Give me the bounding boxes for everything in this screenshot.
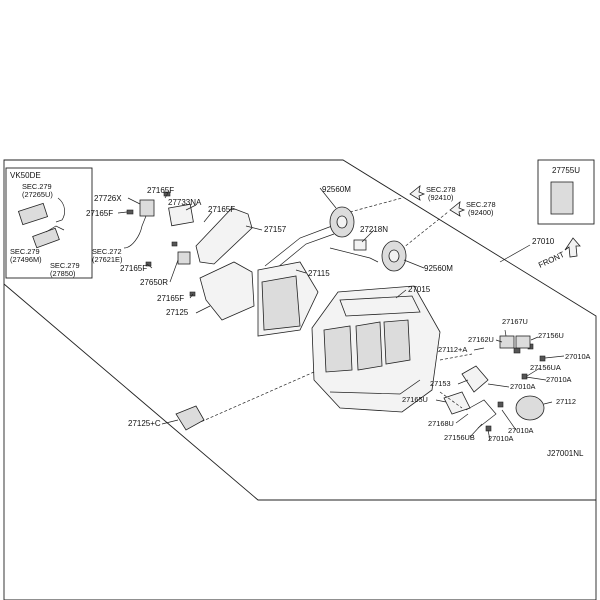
- callout-27162u: 27162U: [468, 335, 494, 344]
- blower-motor-upper: [329, 206, 355, 238]
- sec278b-ref: (92400): [468, 208, 493, 217]
- inset-label-sec279a: SEC.279: [22, 182, 52, 191]
- inset-label-sec279a-ref: (27265U): [22, 190, 53, 199]
- callout-27156ua: 27156UA: [530, 363, 561, 372]
- callout-92560m-b: 92560M: [424, 264, 453, 273]
- inset-label-sec279c: SEC.279: [50, 261, 80, 270]
- sec272-ref: (27621E): [92, 255, 122, 264]
- callout-27010a-c: 27010A: [510, 382, 536, 391]
- callout-27165f-d: 27165F: [120, 264, 147, 273]
- blower-motor-lower: [381, 240, 407, 272]
- duct-27125: [199, 261, 255, 321]
- front-label: FRONT: [537, 250, 566, 270]
- linkage-parts: [443, 335, 546, 432]
- callout-92560m-a: 92560M: [322, 185, 351, 194]
- duct-27157: [195, 207, 253, 265]
- callout-27010: 27010: [532, 237, 555, 246]
- callout-27112a: 27112+A: [438, 345, 467, 354]
- callout-27010a-e: 27010A: [488, 434, 514, 443]
- sec278b-arrow: [449, 201, 466, 217]
- callout-27165f-a: 27165F: [147, 186, 174, 195]
- callout-27010a-d: 27010A: [508, 426, 534, 435]
- callout-27010a-a: 27010A: [565, 352, 591, 361]
- hvac-unit-27015: [311, 285, 441, 413]
- callout-27165f-e: 27165F: [157, 294, 184, 303]
- callout-27112: 27112: [556, 397, 576, 406]
- diagram-frame: [3, 159, 597, 600]
- inset-title: VK50DE: [10, 171, 41, 180]
- callout-27015: 27015: [408, 285, 431, 294]
- sec278a-arrow: [409, 185, 426, 201]
- callout-27115: 27115: [308, 269, 330, 278]
- inset-label-sec279b-ref: (27496M): [10, 255, 42, 264]
- inset-parts: [17, 197, 65, 249]
- callout-27733na: 27733NA: [168, 198, 202, 207]
- callout-27165u: 27165U: [402, 395, 428, 404]
- callout-27153: 27153: [430, 379, 451, 388]
- diagram-frame-inner: [3, 283, 596, 501]
- unit-to-bracket-dash: [195, 371, 315, 425]
- sec272-label: SEC.272: [92, 247, 122, 256]
- callout-27650r: 27650R: [140, 278, 168, 287]
- small-box: [537, 159, 595, 225]
- leader-lines: [117, 187, 565, 441]
- callout-27168u: 27168U: [428, 419, 454, 428]
- callout-27010a-b: 27010A: [546, 375, 572, 384]
- callout-27165f-c: 27165F: [208, 205, 235, 214]
- filter-card: [550, 181, 574, 215]
- sec278a-ref: (92410): [428, 193, 453, 202]
- hose: [123, 215, 147, 249]
- callout-27125: 27125: [166, 308, 189, 317]
- callout-27157: 27157: [264, 225, 287, 234]
- callout-27167u: 27167U: [502, 317, 528, 326]
- callout-27218n: 27218N: [360, 225, 388, 234]
- callout-27726x: 27726X: [94, 194, 122, 203]
- callout-27165f-b: 27165F: [86, 209, 113, 218]
- heater-core-27115: [257, 261, 319, 337]
- inset-label-sec279c-ref: (27850): [50, 269, 75, 278]
- sec278b-label: SEC.278: [466, 200, 496, 209]
- sec278a-label: SEC.278: [426, 185, 456, 194]
- small-box-label: 27755U: [552, 166, 580, 175]
- inset-label-sec279b: SEC.279: [10, 247, 40, 256]
- callout-labels: 27726X 27165F 27733NA 27165F 27165F 2715…: [86, 185, 591, 443]
- callout-27156u: 27156U: [538, 331, 564, 340]
- bracket-27125c: [175, 405, 205, 431]
- callout-27156ub: 27156UB: [444, 433, 475, 442]
- heater-pipe: [264, 225, 335, 273]
- resistor-27218N: [353, 239, 367, 251]
- callout-27125c: 27125+C: [128, 419, 161, 428]
- inset-box: [5, 167, 93, 279]
- diagram-code: J27001NL: [547, 449, 584, 458]
